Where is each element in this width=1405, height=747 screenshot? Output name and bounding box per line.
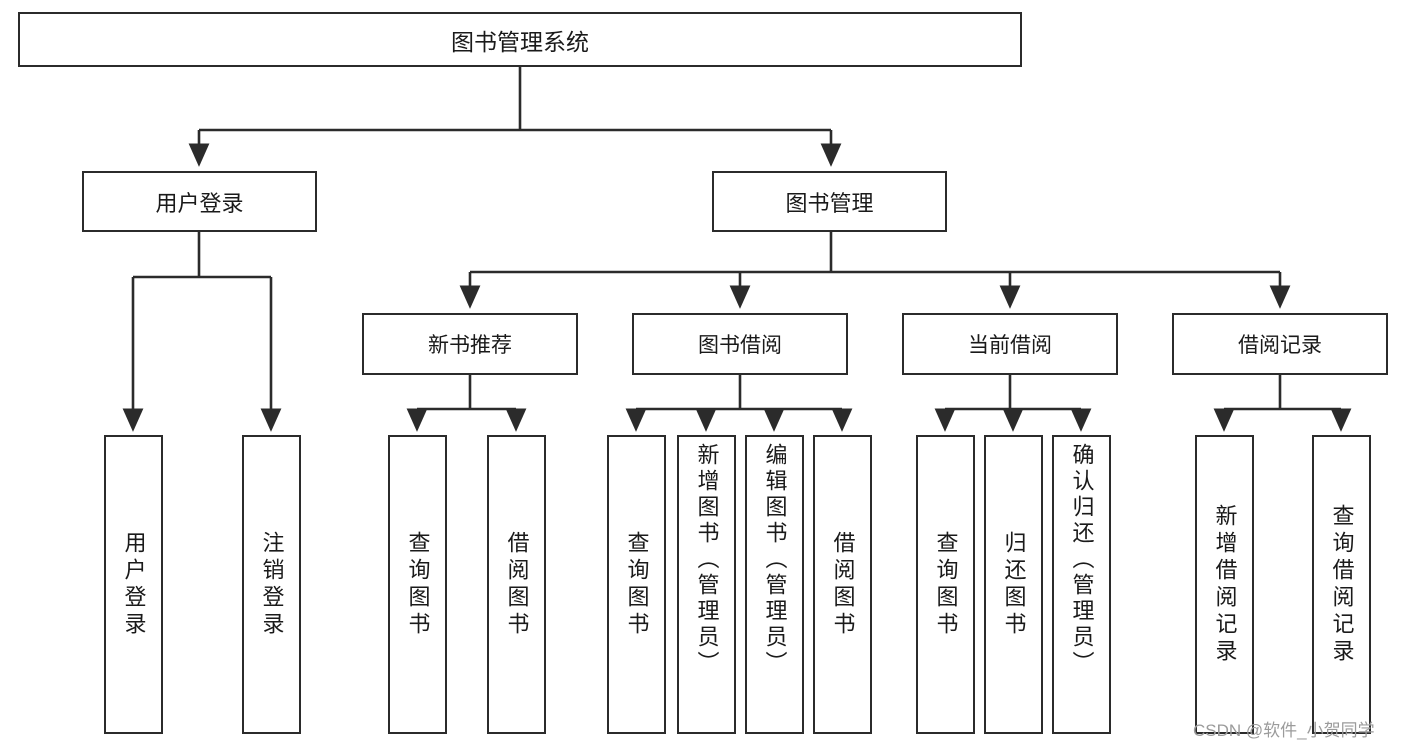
leaf-label: 用户登录 — [121, 530, 147, 639]
leaf-label: 查询图书 — [405, 530, 431, 639]
leaf-current-confirm-return-admin[interactable]: 确认归还（管理员） — [1052, 435, 1111, 734]
watermark-text: CSDN @软件_小贺同学 — [1193, 721, 1375, 740]
node-current-borrow[interactable]: 当前借阅 — [902, 313, 1118, 375]
node-borrow-record-label: 借阅记录 — [1238, 334, 1322, 357]
leaf-current-query-book[interactable]: 查询图书 — [916, 435, 975, 734]
node-book-management-label: 图书管理 — [785, 190, 874, 216]
node-book-management[interactable]: 图书管理 — [712, 171, 947, 232]
leaf-label: 注销登录 — [259, 530, 285, 639]
node-user-login-label: 用户登录 — [155, 190, 244, 216]
leaf-current-return-book[interactable]: 归还图书 — [984, 435, 1043, 734]
node-new-book-recommend-label: 新书推荐 — [428, 334, 512, 357]
leaf-borrow-borrow-book[interactable]: 借阅图书 — [813, 435, 872, 734]
leaf-label: 编辑图书（管理员） — [762, 443, 788, 677]
leaf-user-login-logout[interactable]: 注销登录 — [242, 435, 301, 734]
leaf-borrow-query-book[interactable]: 查询图书 — [607, 435, 666, 734]
leaf-label: 新增图书（管理员） — [694, 443, 720, 677]
node-book-borrow[interactable]: 图书借阅 — [632, 313, 848, 375]
leaf-user-login-login[interactable]: 用户登录 — [104, 435, 163, 734]
leaf-label: 查询图书 — [624, 530, 650, 639]
leaf-borrow-add-book-admin[interactable]: 新增图书（管理员） — [677, 435, 736, 734]
leaf-label: 借阅图书 — [830, 530, 856, 639]
leaf-label: 借阅图书 — [504, 530, 530, 639]
leaf-label: 新增借阅记录 — [1212, 503, 1238, 666]
leaf-record-add-record[interactable]: 新增借阅记录 — [1195, 435, 1254, 734]
node-user-login[interactable]: 用户登录 — [82, 171, 317, 232]
leaf-borrow-edit-book-admin[interactable]: 编辑图书（管理员） — [745, 435, 804, 734]
leaf-label: 确认归还（管理员） — [1069, 443, 1095, 677]
leaf-label: 查询借阅记录 — [1329, 503, 1355, 666]
node-book-borrow-label: 图书借阅 — [698, 334, 782, 357]
node-current-borrow-label: 当前借阅 — [968, 334, 1052, 357]
node-new-book-recommend[interactable]: 新书推荐 — [362, 313, 578, 375]
leaf-recommend-query-book[interactable]: 查询图书 — [388, 435, 447, 734]
leaf-recommend-borrow-book[interactable]: 借阅图书 — [487, 435, 546, 734]
node-root-label: 图书管理系统 — [451, 28, 589, 55]
leaf-label: 查询图书 — [933, 530, 959, 639]
node-root[interactable]: 图书管理系统 — [18, 12, 1022, 67]
leaf-record-query-record[interactable]: 查询借阅记录 — [1312, 435, 1371, 734]
node-borrow-record[interactable]: 借阅记录 — [1172, 313, 1388, 375]
leaf-label: 归还图书 — [1001, 530, 1027, 639]
